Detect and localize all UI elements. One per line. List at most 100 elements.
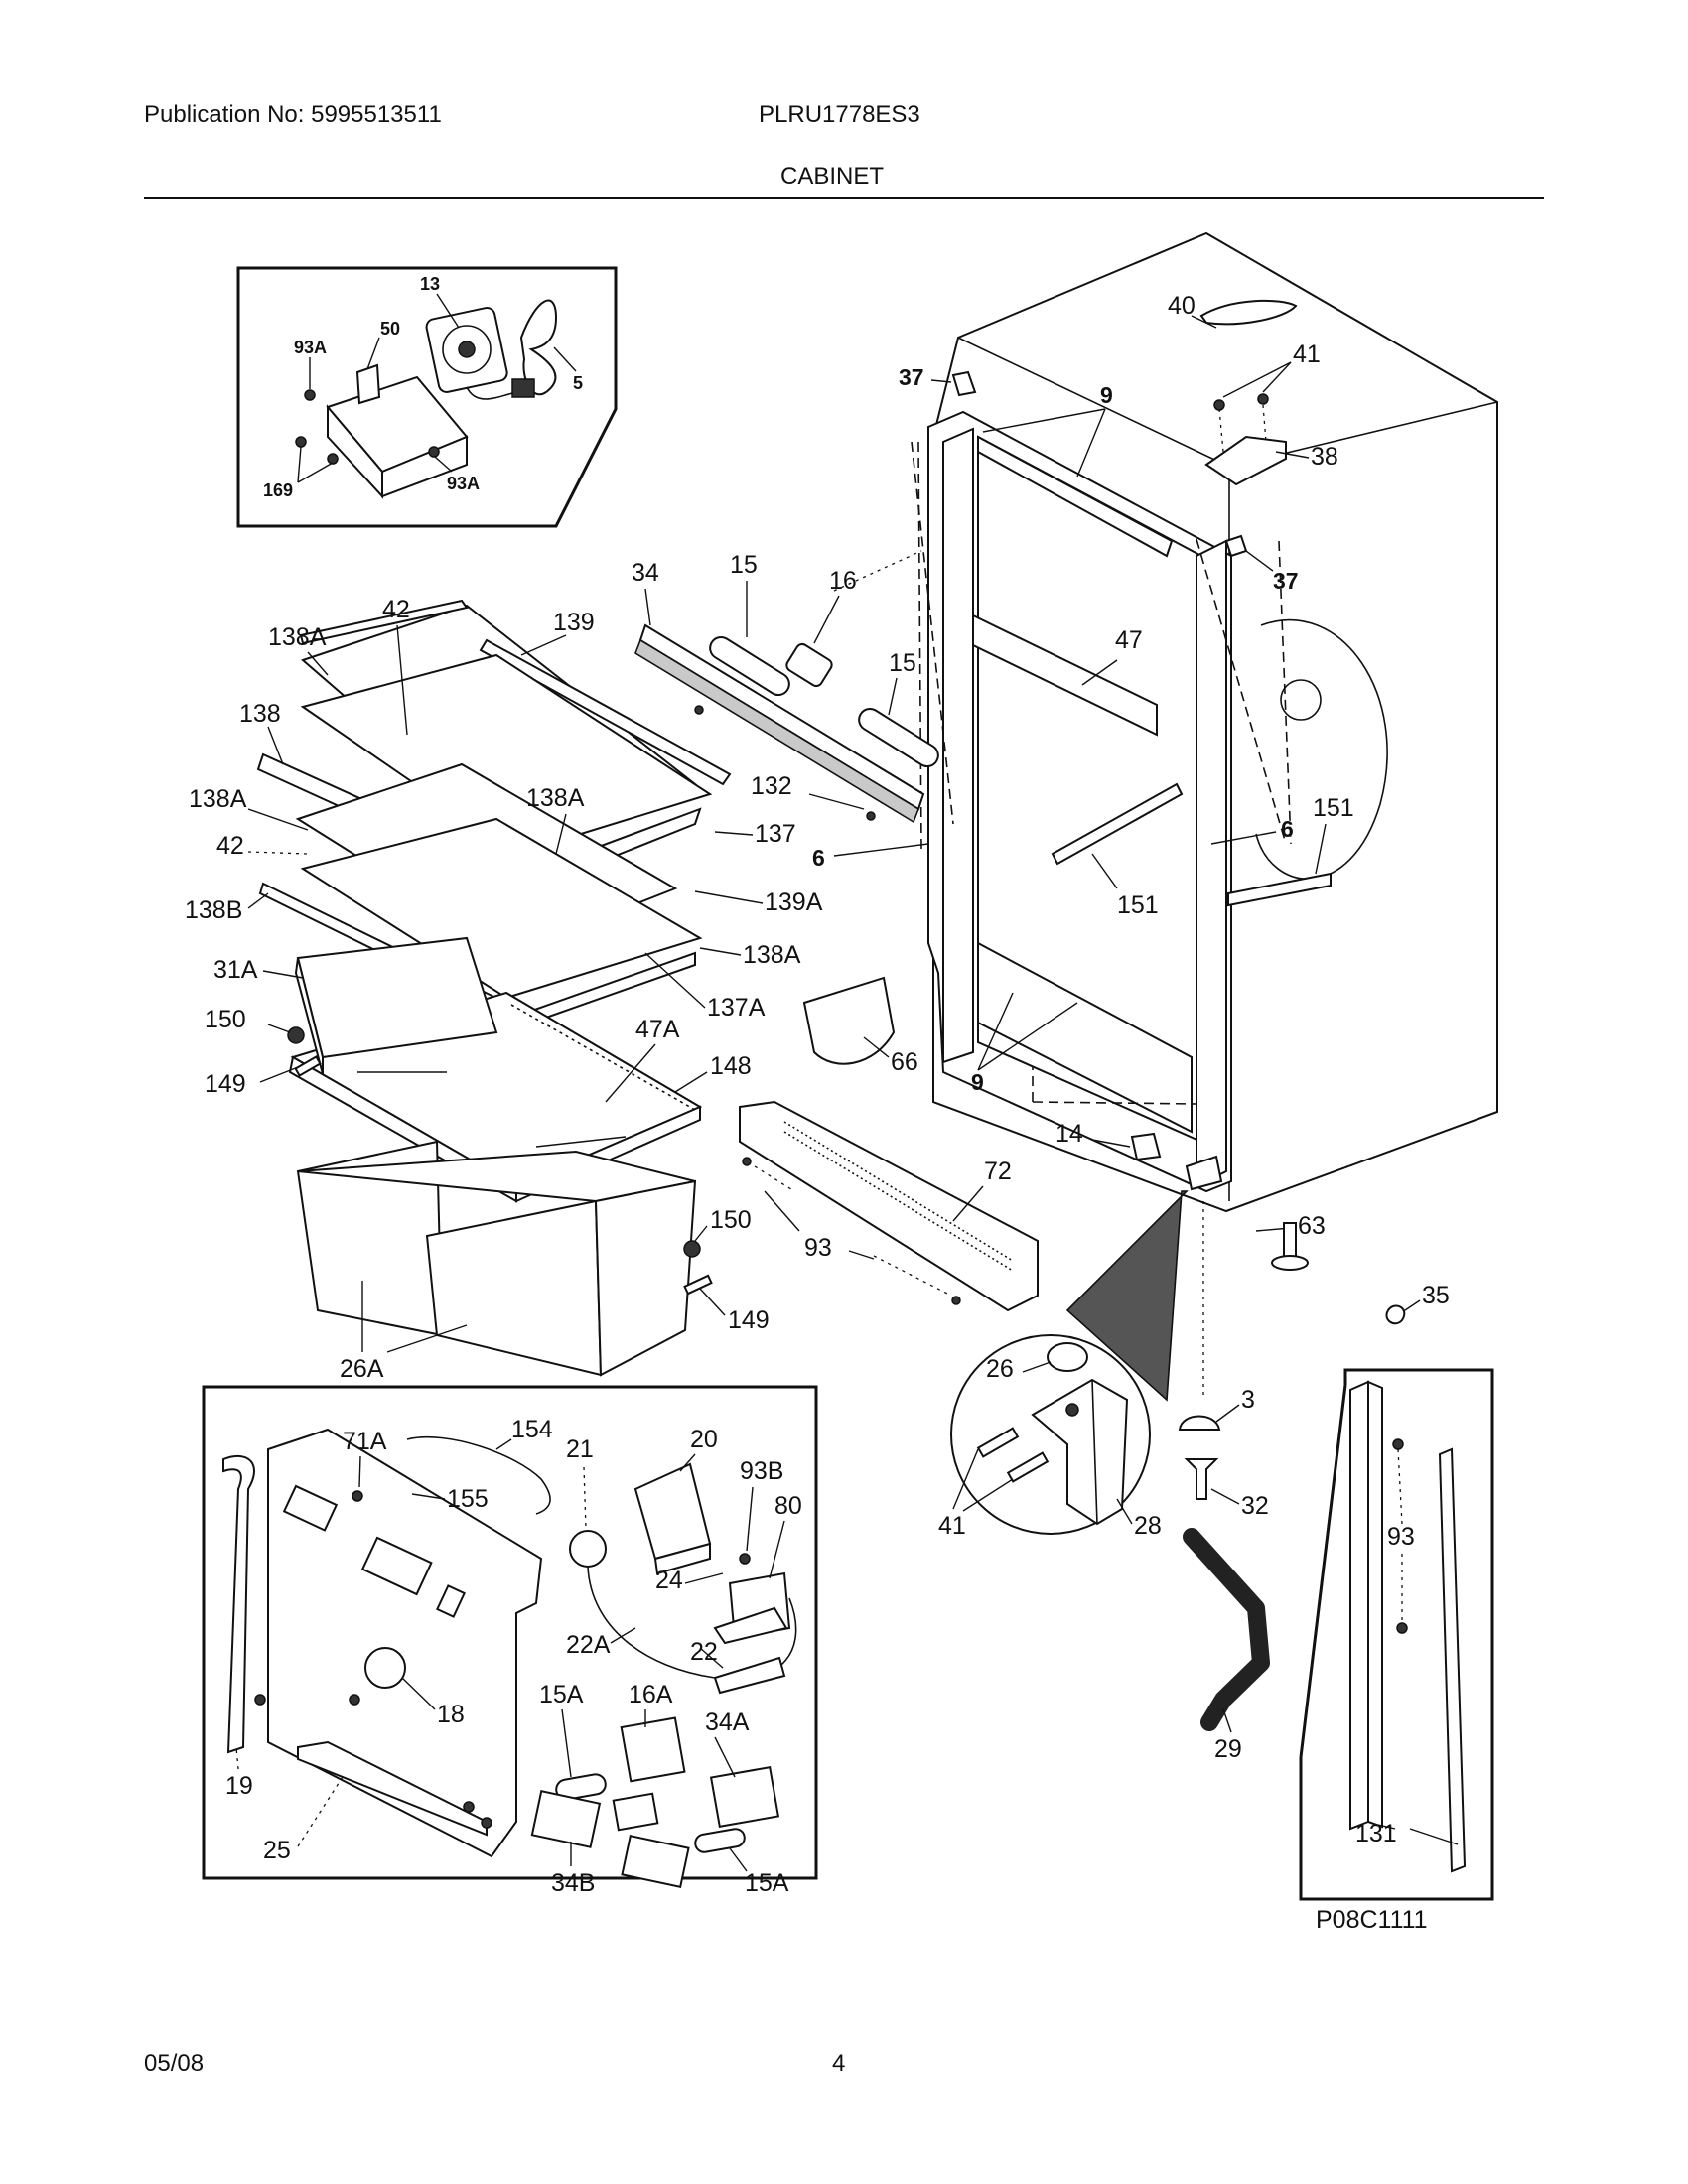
label-42: 42 xyxy=(382,596,410,623)
label-47a: 47A xyxy=(635,1016,680,1043)
cabinet-labels: 37 9 40 41 38 37 47 151 6 6 151 9 63 35 xyxy=(812,292,1450,1313)
label-29: 29 xyxy=(1214,1735,1242,1763)
shelf-stack xyxy=(256,599,732,1377)
label-93b: 93B xyxy=(740,1457,783,1485)
hinge-bracket-28 xyxy=(1031,1378,1129,1526)
control-panel-labels: 19 71A 154 155 21 20 93B 80 24 22A 22 18… xyxy=(225,1416,802,1897)
label-18: 18 xyxy=(437,1701,465,1728)
label-9-2: 9 xyxy=(971,1069,984,1095)
label-34a: 34A xyxy=(705,1708,750,1736)
label-26a: 26A xyxy=(340,1355,384,1383)
label-31a: 31A xyxy=(213,956,258,984)
label-138: 138 xyxy=(239,700,281,728)
label-93: 93 xyxy=(804,1234,832,1262)
label-3: 3 xyxy=(1241,1386,1255,1414)
leveler-32 xyxy=(1184,1458,1219,1500)
label-16: 16 xyxy=(829,567,857,595)
shelf-labels: 138A 42 139 138 138A 138A 42 137 139A 13… xyxy=(185,596,823,1383)
section-title: CABINET xyxy=(780,163,885,190)
label-137a: 137A xyxy=(707,994,766,1022)
lower-trim-labels: 66 14 72 93 xyxy=(764,1036,1131,1262)
cabinet-shell xyxy=(927,231,1498,1213)
label-41: 41 xyxy=(1293,341,1321,368)
label-38: 38 xyxy=(1311,443,1338,471)
label-93a: 93A xyxy=(294,338,327,357)
part-66 xyxy=(802,976,896,1065)
label-50: 50 xyxy=(380,319,400,339)
label-149-2: 149 xyxy=(728,1306,770,1334)
footer-date: 05/08 xyxy=(144,2050,205,2077)
label-138a-4: 138A xyxy=(743,941,801,969)
label-42-2: 42 xyxy=(216,832,244,860)
model-number: PLRU1778ES3 xyxy=(759,101,920,128)
cabinet-leaders xyxy=(833,441,1292,1395)
label-34b: 34B xyxy=(551,1869,595,1897)
footer-page-number: 4 xyxy=(832,2050,846,2077)
drain-tube-29 xyxy=(1183,1528,1270,1731)
label-131: 131 xyxy=(1355,1820,1397,1847)
light-bar-assembly xyxy=(634,623,939,824)
label-15a: 15A xyxy=(539,1681,584,1708)
label-93a-2: 93A xyxy=(447,474,480,493)
label-139a: 139A xyxy=(765,888,823,916)
label-34: 34 xyxy=(632,559,659,587)
label-93-rail: 93 xyxy=(1387,1523,1415,1551)
label-149: 149 xyxy=(205,1070,246,1098)
label-9: 9 xyxy=(1100,382,1113,408)
label-26: 26 xyxy=(986,1355,1014,1383)
label-40: 40 xyxy=(1168,292,1196,320)
control-panel-inset xyxy=(202,1385,818,1888)
rail-inset-labels: 93 131 xyxy=(1355,1448,1459,1847)
label-169: 169 xyxy=(263,480,293,500)
label-150: 150 xyxy=(205,1006,246,1033)
label-138a-2: 138A xyxy=(189,785,247,813)
label-35: 35 xyxy=(1422,1282,1450,1309)
label-14: 14 xyxy=(1055,1120,1083,1148)
switch-14 xyxy=(1130,1132,1162,1161)
label-132: 132 xyxy=(751,772,792,800)
lower-trim-parts xyxy=(739,976,1162,1312)
label-25: 25 xyxy=(263,1837,291,1864)
label-37-2: 37 xyxy=(1273,568,1299,594)
cover-20 xyxy=(633,1462,712,1561)
light-bar-labels: 34 15 16 15 132 xyxy=(632,551,916,810)
label-32: 32 xyxy=(1241,1492,1269,1520)
label-63: 63 xyxy=(1298,1212,1326,1240)
label-72: 72 xyxy=(984,1158,1012,1185)
hinge-detail-inset xyxy=(950,1190,1270,1731)
screw-63 xyxy=(1271,1222,1309,1271)
label-13: 13 xyxy=(420,274,440,294)
label-138a-3: 138A xyxy=(526,784,585,812)
label-138b: 138B xyxy=(185,896,242,924)
lens-34b xyxy=(530,1790,602,1848)
header-rule xyxy=(144,197,1544,199)
label-20: 20 xyxy=(690,1426,718,1453)
hinge-labels: 26 41 28 3 32 29 xyxy=(938,1355,1269,1763)
label-148: 148 xyxy=(710,1052,752,1080)
label-6: 6 xyxy=(812,845,825,871)
label-138a: 138A xyxy=(268,623,327,651)
label-155: 155 xyxy=(447,1485,489,1513)
label-5: 5 xyxy=(573,373,583,393)
label-151: 151 xyxy=(1313,794,1354,822)
label-66: 66 xyxy=(891,1048,918,1076)
clip-35 xyxy=(1385,1304,1406,1325)
label-16a: 16A xyxy=(629,1681,673,1708)
fan-inset-labels: 13 93A 50 5 169 93A xyxy=(263,274,583,500)
label-15a-2: 15A xyxy=(745,1869,789,1897)
label-28: 28 xyxy=(1134,1512,1162,1540)
label-19: 19 xyxy=(225,1772,253,1800)
label-6-2: 6 xyxy=(1281,816,1294,842)
kickplate-72 xyxy=(739,1100,1039,1312)
label-22a: 22A xyxy=(566,1631,611,1659)
figure-code: P08C1111 xyxy=(1316,1906,1428,1934)
top-hinge-38 xyxy=(1204,435,1287,486)
label-15: 15 xyxy=(730,551,758,579)
label-154: 154 xyxy=(511,1416,553,1443)
label-41-2: 41 xyxy=(938,1512,966,1540)
label-37: 37 xyxy=(899,364,924,390)
label-24: 24 xyxy=(655,1567,683,1594)
label-137: 137 xyxy=(755,820,796,848)
label-150-2: 150 xyxy=(710,1206,752,1234)
label-47: 47 xyxy=(1115,626,1143,654)
